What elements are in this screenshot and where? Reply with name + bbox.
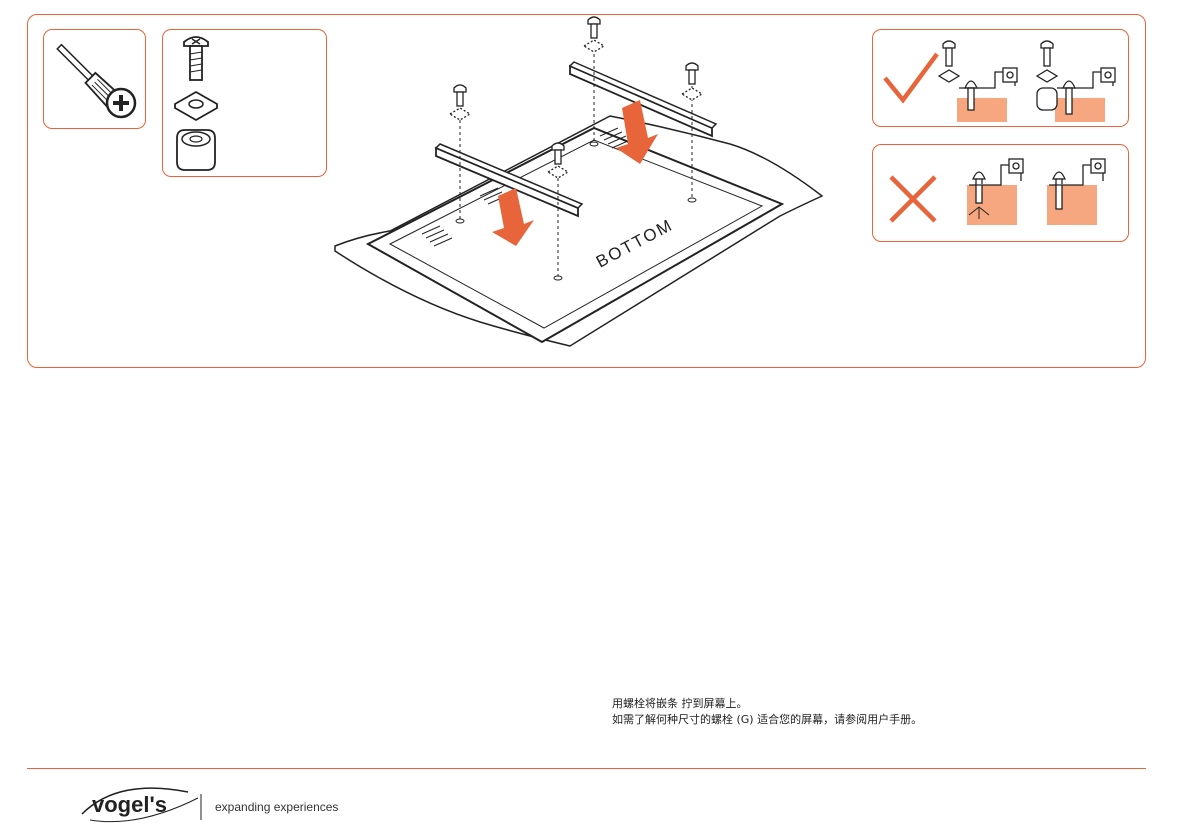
brand-logo: vogel's [78, 784, 208, 824]
parts-box [162, 29, 327, 177]
brand-tagline: expanding experiences [215, 800, 338, 814]
incorrect-usage-box [872, 144, 1129, 242]
cross-icon [887, 173, 939, 225]
brand-name: vogel's [92, 792, 167, 817]
washer-icon [169, 88, 223, 124]
checkmark-icon [881, 50, 941, 110]
caption-line-1: 用螺栓将嵌条 拧到屏幕上。 [612, 696, 1172, 712]
correct-usage-box [872, 29, 1129, 127]
instruction-caption: 用螺栓将嵌条 拧到屏幕上。 如需了解何种尺寸的螺栓 (G) 适合您的屏幕，请参阅… [612, 696, 1172, 728]
incorrect-installation-diagram [961, 151, 1125, 237]
tool-box [43, 29, 146, 129]
spacer-icon [171, 126, 221, 174]
footer-divider [27, 768, 1146, 769]
correct-installation-diagram [935, 34, 1125, 124]
phillips-plus-icon [104, 86, 138, 120]
screen-mounting-illustration: BOTTOM [330, 16, 830, 366]
bolt-icon [173, 34, 219, 84]
caption-line-2: 如需了解何种尺寸的螺栓 (G) 适合您的屏幕，请参阅用户手册。 [612, 712, 1172, 728]
